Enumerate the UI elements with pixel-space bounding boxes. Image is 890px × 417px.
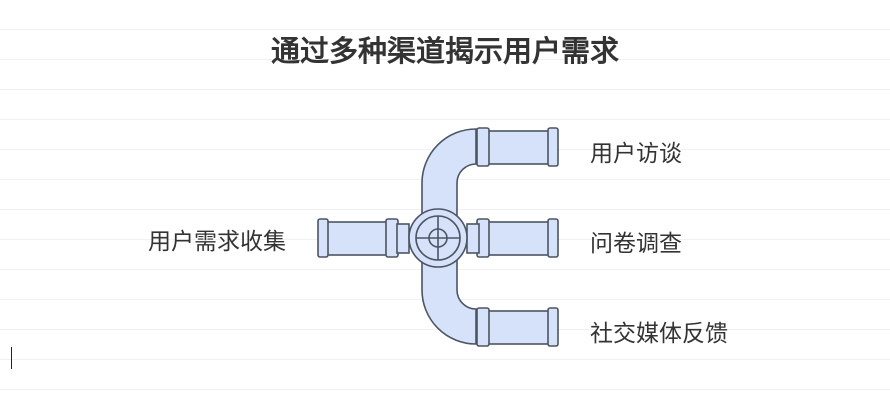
middle-right-flange-right xyxy=(547,218,559,258)
channel-label-interview: 用户访谈 xyxy=(590,141,682,167)
text-cursor xyxy=(11,347,12,369)
valve-connector-right xyxy=(466,223,480,254)
valve-icon xyxy=(416,216,460,260)
bottom-flange-right xyxy=(547,307,559,347)
middle-right-pipe xyxy=(487,221,551,256)
top-pipe xyxy=(487,130,551,165)
top-flange-right xyxy=(547,127,559,167)
bottom-pipe xyxy=(487,310,551,345)
channel-label-survey: 问卷调查 xyxy=(590,231,682,257)
channel-label-social: 社交媒体反馈 xyxy=(590,321,728,347)
source-label: 用户需求收集 xyxy=(148,229,286,255)
inlet-pipe xyxy=(325,221,389,256)
inlet-flange-left xyxy=(317,218,329,258)
valve-connector-left xyxy=(396,223,410,254)
top-flange-left xyxy=(476,127,490,167)
bottom-flange-left xyxy=(476,307,490,347)
lower-bend-pipe xyxy=(421,256,477,345)
diagram-title: 通过多种渠道揭示用户需求 xyxy=(270,34,619,68)
upper-bend-pipe xyxy=(421,128,477,221)
